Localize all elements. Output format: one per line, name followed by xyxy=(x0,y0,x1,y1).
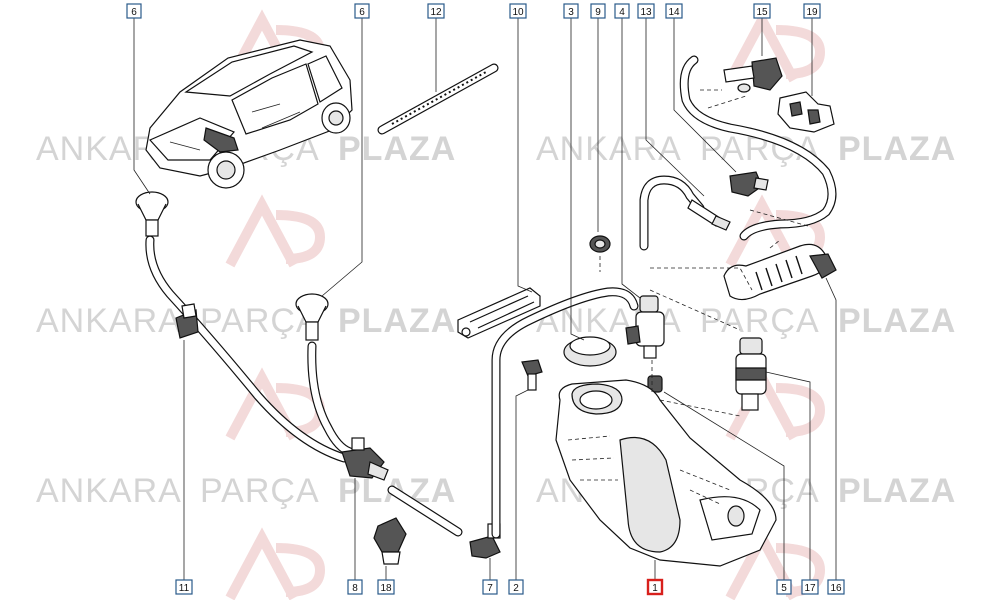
svg-text:8: 8 xyxy=(352,583,358,594)
svg-text:19: 19 xyxy=(806,7,818,18)
washer-pump-rear xyxy=(735,337,767,411)
logo-watermark-icon xyxy=(225,9,826,600)
callout-13: 13 xyxy=(637,3,655,19)
callout-12: 12 xyxy=(427,3,445,19)
callout-6-right: 6 xyxy=(354,3,370,19)
straight-hose-top xyxy=(377,63,499,135)
nozzle-mount-clip xyxy=(777,91,835,133)
pump-seal xyxy=(647,375,663,393)
svg-text:17: 17 xyxy=(804,583,816,594)
svg-text:9: 9 xyxy=(595,7,601,18)
washer-pump-front xyxy=(625,295,665,359)
watermark-word-plaza: PLAZA xyxy=(838,130,956,168)
mounting-bolt xyxy=(521,359,543,391)
callout-9: 9 xyxy=(590,3,606,19)
svg-text:15: 15 xyxy=(756,7,768,18)
watermark-word-parca: PARÇA xyxy=(200,472,320,510)
washer-fluid-reservoir xyxy=(555,379,777,567)
pump-grommet xyxy=(589,235,611,272)
hose-bracket xyxy=(457,287,541,339)
svg-text:13: 13 xyxy=(640,7,652,18)
callout-3: 3 xyxy=(563,3,579,19)
svg-text:6: 6 xyxy=(131,7,137,18)
svg-text:12: 12 xyxy=(430,7,442,18)
callout-18: 18 xyxy=(377,579,395,595)
svg-text:2: 2 xyxy=(513,583,519,594)
svg-text:3: 3 xyxy=(568,7,574,18)
callout-6-left: 6 xyxy=(126,3,142,19)
svg-text:4: 4 xyxy=(619,7,625,18)
svg-text:7: 7 xyxy=(487,583,493,594)
callout-2: 2 xyxy=(508,579,524,595)
callout-16: 16 xyxy=(827,579,845,595)
watermark-word-plaza: PLAZA xyxy=(838,472,956,510)
car-illustration xyxy=(145,39,353,189)
leader-lines xyxy=(133,18,837,580)
watermark-word-ankara: ANKARA xyxy=(536,130,682,168)
svg-text:14: 14 xyxy=(668,7,680,18)
callout-10: 10 xyxy=(509,3,527,19)
svg-text:16: 16 xyxy=(830,583,842,594)
svg-text:1: 1 xyxy=(652,583,658,594)
watermark-word-plaza: PLAZA xyxy=(338,302,456,340)
watermark-word-ankara: ANKARA xyxy=(36,302,182,340)
hose-reservoir-feed xyxy=(491,287,639,539)
straight-hose-bottom xyxy=(387,485,463,537)
callout-8: 8 xyxy=(347,579,363,595)
hose-rear-loop xyxy=(679,55,837,241)
hose-inline-connector xyxy=(729,171,769,197)
svg-text:11: 11 xyxy=(179,583,190,594)
watermark-row-2: ANKARA PARÇA PLAZA ANKARA PARÇA PLAZA xyxy=(36,302,956,340)
reservoir-filler-cap xyxy=(563,336,617,367)
svg-text:10: 10 xyxy=(512,7,524,18)
washer-nozzle-right xyxy=(295,293,329,341)
svg-text:18: 18 xyxy=(380,583,392,594)
corrugated-sleeve xyxy=(723,243,837,301)
callout-14: 14 xyxy=(665,3,683,19)
hose-rear-feed xyxy=(639,175,731,251)
watermark-word-parca: PARÇA xyxy=(700,302,820,340)
hose-clip xyxy=(175,303,199,339)
callout-15: 15 xyxy=(753,3,771,19)
rear-washer-nozzle xyxy=(723,57,783,93)
watermark-word-ankara: ANKARA xyxy=(36,472,182,510)
svg-text:5: 5 xyxy=(781,583,787,594)
callout-11: 11 xyxy=(175,579,193,595)
callout-19: 19 xyxy=(803,3,821,19)
callout-4: 4 xyxy=(614,3,630,19)
callout-7: 7 xyxy=(482,579,498,595)
watermark-word-plaza: PLAZA xyxy=(338,130,456,168)
callout-labels: 6 6 12 10 3 9 4 13 14 15 19 11 8 18 7 2 … xyxy=(126,3,845,596)
callout-1-highlighted: 1 xyxy=(646,578,664,596)
watermark-word-plaza: PLAZA xyxy=(838,302,956,340)
assembly-guides xyxy=(649,89,809,417)
svg-text:6: 6 xyxy=(359,7,365,18)
hose-nozzle-feed xyxy=(145,235,355,463)
callout-5: 5 xyxy=(776,579,792,595)
callout-17: 17 xyxy=(801,579,819,595)
hose-clamp-bottom xyxy=(373,517,407,565)
hose-t-connector xyxy=(341,437,389,481)
washer-nozzle-left xyxy=(135,191,169,237)
